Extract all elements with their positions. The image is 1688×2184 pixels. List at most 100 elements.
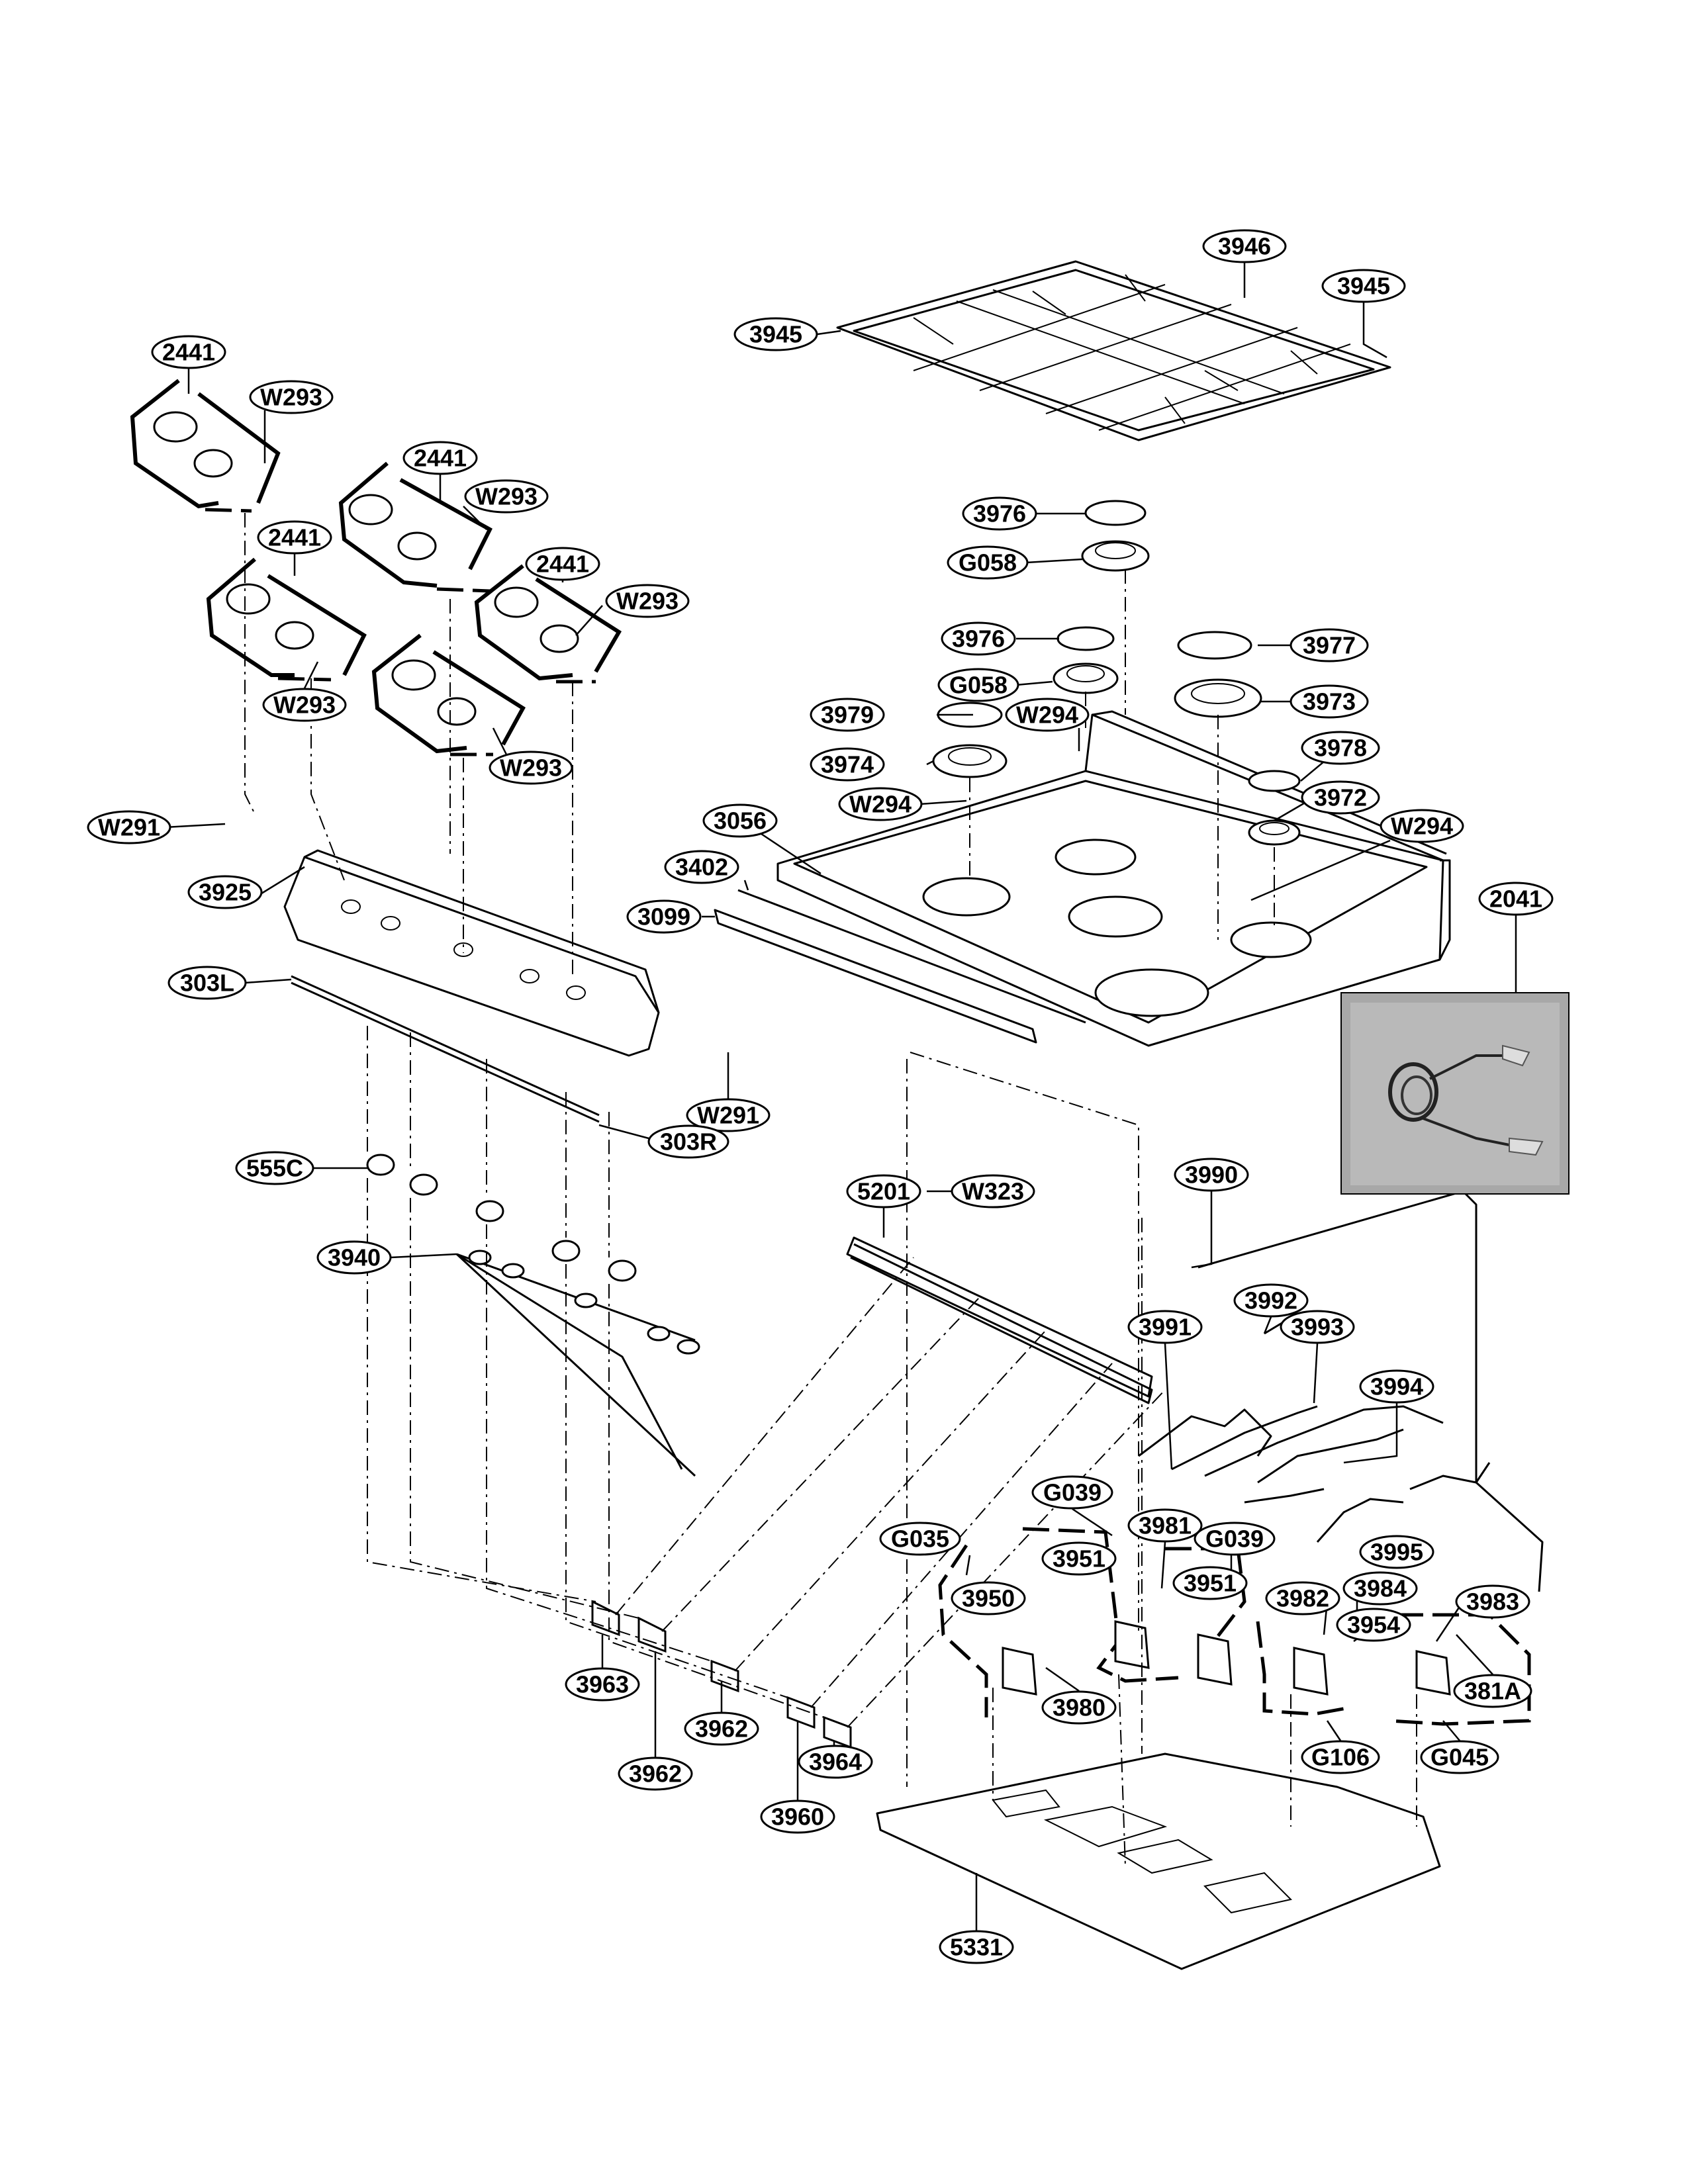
callout-3979: 3979: [810, 698, 885, 732]
callout-3099: 3099: [626, 899, 702, 934]
callout-g106: G106: [1301, 1740, 1380, 1774]
callout-w294-b: W294: [838, 787, 923, 821]
callout-w294-c: W294: [1380, 809, 1464, 843]
callout-2441-b: 2441: [402, 441, 478, 475]
svg-text:3945: 3945: [1337, 273, 1390, 300]
callout-5201: 5201: [846, 1174, 921, 1208]
svg-text:W293: W293: [616, 588, 679, 615]
callout-3951-b: 3951: [1172, 1566, 1248, 1600]
callout-3978: 3978: [1301, 731, 1380, 765]
callout-3990: 3990: [1174, 1158, 1249, 1192]
svg-text:3979: 3979: [821, 702, 874, 729]
callout-3972: 3972: [1301, 780, 1380, 815]
wiring-harness-photo: [1340, 992, 1570, 1195]
svg-text:3056: 3056: [714, 807, 767, 835]
callout-381a: 381A: [1453, 1674, 1532, 1708]
callout-3960: 3960: [760, 1799, 835, 1834]
control-panel: [283, 849, 660, 1057]
svg-text:3981: 3981: [1139, 1512, 1192, 1539]
svg-text:3983: 3983: [1466, 1588, 1519, 1615]
svg-text:3951: 3951: [1053, 1545, 1105, 1572]
callout-3995: 3995: [1359, 1535, 1434, 1569]
valves: [591, 1600, 852, 1749]
svg-text:G058: G058: [959, 549, 1017, 576]
svg-text:3951: 3951: [1184, 1570, 1237, 1597]
knob-group-5: [371, 633, 526, 756]
svg-text:3994: 3994: [1370, 1373, 1423, 1400]
front-bracket: [714, 889, 1086, 1044]
callout-3954: 3954: [1336, 1608, 1411, 1642]
callout-3982: 3982: [1265, 1581, 1340, 1615]
callout-w293-c: W293: [605, 584, 690, 618]
svg-text:5331: 5331: [950, 1934, 1003, 1961]
knob-group-3: [206, 557, 367, 682]
svg-text:555C: 555C: [246, 1155, 303, 1182]
manifold-pipes: [850, 1190, 1544, 1592]
svg-text:W293: W293: [260, 384, 322, 411]
callout-2441-c: 2441: [257, 520, 332, 555]
burner-parts: [932, 500, 1301, 846]
svg-text:2041: 2041: [1489, 886, 1542, 913]
svg-text:3954: 3954: [1347, 1612, 1400, 1639]
callout-w293-b: W293: [464, 479, 549, 514]
callout-555c: 555C: [235, 1151, 314, 1185]
svg-text:3982: 3982: [1276, 1585, 1329, 1612]
callout-3977: 3977: [1289, 628, 1369, 662]
svg-text:W291: W291: [697, 1102, 759, 1129]
svg-text:W293: W293: [475, 483, 538, 510]
panel-trim: [291, 975, 600, 1123]
svg-text:5201: 5201: [857, 1178, 910, 1205]
callout-w291-b: W291: [686, 1098, 771, 1132]
callout-3993: 3993: [1280, 1310, 1355, 1344]
callout-3991: 3991: [1127, 1310, 1203, 1344]
callout-w294-a: W294: [1005, 698, 1090, 732]
callout-3056: 3056: [702, 803, 778, 838]
svg-text:3984: 3984: [1354, 1575, 1407, 1602]
svg-text:3950: 3950: [962, 1585, 1015, 1612]
svg-text:3963: 3963: [576, 1671, 629, 1698]
callout-g058-b: G058: [937, 668, 1019, 702]
svg-text:W323: W323: [962, 1178, 1024, 1205]
callout-w293-d: W293: [262, 688, 347, 722]
callout-3962-a: 3962: [684, 1711, 759, 1746]
callout-303r: 303R: [647, 1124, 729, 1159]
callout-w323: W323: [951, 1174, 1035, 1208]
callout-3402: 3402: [664, 850, 739, 884]
callout-w291-a: W291: [87, 810, 171, 844]
knob-group-1: [130, 379, 281, 513]
callout-3981: 3981: [1127, 1508, 1203, 1543]
callout-3945-right: 3945: [1321, 269, 1406, 303]
svg-text:3980: 3980: [1053, 1694, 1105, 1721]
svg-text:3991: 3991: [1139, 1314, 1192, 1341]
callout-3973: 3973: [1289, 684, 1369, 719]
callout-303l: 303L: [167, 966, 247, 1000]
svg-text:3993: 3993: [1291, 1314, 1344, 1341]
callout-g035: G035: [879, 1522, 961, 1556]
svg-text:G035: G035: [891, 1525, 949, 1553]
callout-3940: 3940: [316, 1240, 392, 1275]
svg-text:G039: G039: [1205, 1525, 1264, 1553]
svg-text:3990: 3990: [1185, 1161, 1238, 1189]
callout-3974: 3974: [810, 747, 885, 782]
callout-3994: 3994: [1359, 1369, 1434, 1404]
knob-group-4: [474, 564, 622, 684]
callout-3945-left: 3945: [733, 317, 818, 351]
callout-g039-a: G039: [1031, 1475, 1113, 1510]
svg-text:303L: 303L: [180, 970, 234, 997]
svg-text:W294: W294: [1391, 813, 1453, 840]
svg-text:W293: W293: [500, 754, 562, 782]
svg-text:3962: 3962: [695, 1715, 748, 1743]
callout-3980: 3980: [1041, 1690, 1117, 1725]
callout-2441-d: 2441: [525, 547, 600, 581]
knob-group-2: [338, 461, 492, 593]
svg-text:3945: 3945: [749, 321, 802, 348]
burner-valve-groups: [938, 1527, 1531, 1726]
svg-text:3925: 3925: [199, 879, 252, 906]
svg-text:2441: 2441: [162, 339, 215, 366]
callout-3963: 3963: [565, 1667, 640, 1702]
svg-text:G058: G058: [949, 672, 1008, 699]
svg-text:3099: 3099: [637, 903, 690, 931]
svg-text:303R: 303R: [660, 1128, 717, 1156]
grate-assembly: [836, 260, 1391, 441]
